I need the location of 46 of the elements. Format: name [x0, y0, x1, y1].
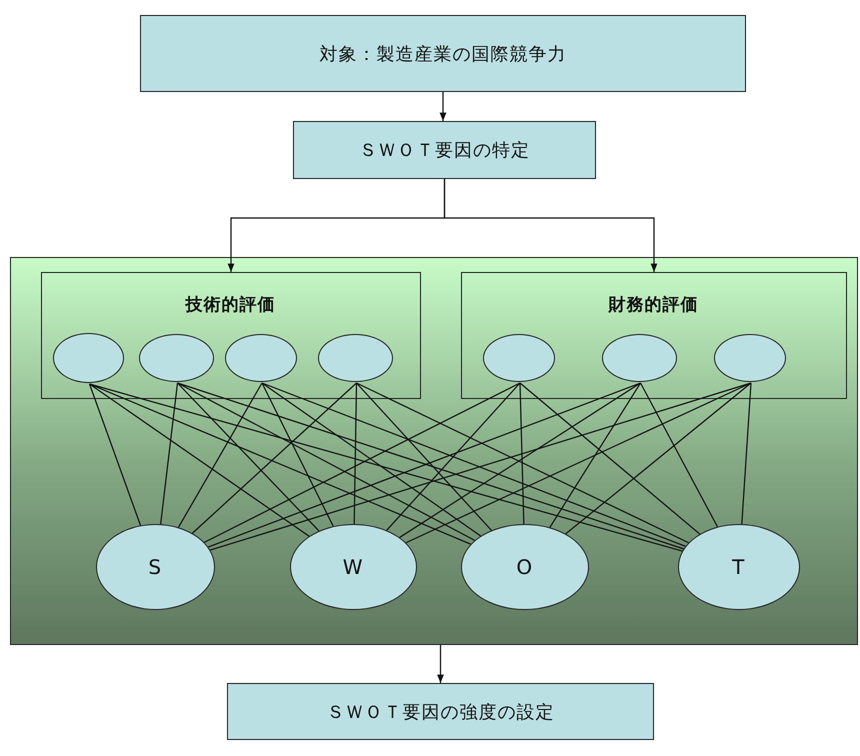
group-box [460, 272, 847, 399]
connector-line [741, 382, 752, 524]
connector-line [160, 382, 178, 524]
group-box [40, 272, 421, 399]
node-label: W [342, 554, 364, 579]
arrow [437, 645, 444, 683]
connector-line [208, 382, 641, 548]
connector-line [565, 382, 752, 534]
connector-line [210, 382, 752, 551]
connector-line [262, 382, 686, 547]
node-label: 対象：製造産業の国際競争力 [320, 42, 566, 66]
connector-line [88, 384, 142, 526]
connector-line [204, 382, 520, 543]
node-label: T [732, 554, 746, 579]
connector-line [356, 382, 689, 544]
process-box [227, 683, 654, 740]
node-label: S [148, 554, 162, 579]
arrow [444, 179, 658, 272]
process-box [140, 15, 746, 92]
connector-line [354, 382, 358, 524]
connector-line [399, 382, 641, 538]
node-label: ＳＷＯＴ要因の強度の設定 [326, 700, 554, 724]
connector-line [177, 382, 684, 550]
node-label: 技術的評価 [186, 294, 276, 316]
connector-line [192, 382, 357, 534]
connector-line [178, 382, 263, 528]
connector-line [177, 382, 320, 532]
node-label: ＳＷＯＴ要因の特定 [359, 139, 530, 162]
connector-line [549, 382, 641, 528]
connector-line [262, 382, 482, 536]
process-box [293, 121, 596, 179]
connector-line [520, 382, 700, 535]
connector-line [356, 382, 492, 531]
panel-background [10, 257, 858, 645]
connector-line [261, 382, 334, 527]
connector-line [89, 383, 471, 545]
connector-line [640, 382, 718, 528]
connector-line [386, 382, 520, 531]
node-label: O [516, 554, 534, 579]
connector-line [177, 382, 476, 541]
node-label: 財務的評価 [608, 294, 699, 316]
connector-line [519, 382, 524, 524]
connector-line [406, 382, 752, 544]
arrow [440, 92, 446, 121]
connector-line [89, 383, 683, 552]
connector-line [89, 384, 310, 537]
